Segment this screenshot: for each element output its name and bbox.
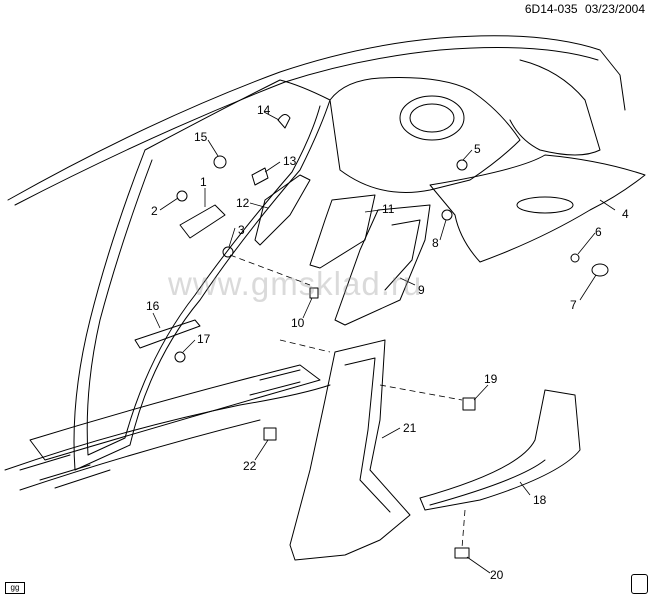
callout-7: 7	[570, 298, 577, 312]
corner-tag: gg	[5, 582, 25, 594]
part-14-strip	[277, 114, 291, 129]
part-18-sill-plate	[419, 389, 581, 511]
callout-12: 12	[236, 196, 250, 210]
callout-17: 17	[197, 332, 211, 346]
part-10-clip	[309, 287, 319, 299]
floor-ribs	[19, 369, 301, 489]
body-roof-outline	[7, 35, 626, 201]
gm-logo-icon	[631, 574, 648, 594]
part-13-clip	[251, 167, 269, 186]
callout-6: 6	[595, 225, 602, 239]
callout-5: 5	[474, 142, 481, 156]
diagram-header: 6D14-035 03/23/2004	[521, 2, 645, 16]
part-18-inner	[429, 459, 546, 506]
callout-18: 18	[533, 493, 547, 507]
callout-14: 14	[257, 103, 271, 117]
callout-4: 4	[622, 207, 629, 221]
part-2-fastener	[176, 190, 188, 202]
callout-19: 19	[484, 372, 498, 386]
part-22-clip	[263, 427, 277, 441]
part-1-grab-handle	[179, 204, 226, 239]
callout-9: 9	[418, 283, 425, 297]
part-5-fastener	[456, 159, 468, 171]
part-16-trim-strip	[134, 319, 201, 349]
callout-22: 22	[243, 459, 257, 473]
part-11-belt-guide	[309, 194, 376, 269]
callout-1: 1	[200, 175, 207, 189]
part-15-fastener	[213, 155, 227, 169]
part-12-panel	[254, 174, 311, 246]
part-4-quarter-trim	[429, 154, 646, 263]
callout-16: 16	[146, 299, 160, 313]
diagram-code: 6D14-035	[524, 2, 578, 16]
callout-15: 15	[194, 130, 208, 144]
rocker-sill	[29, 364, 321, 461]
part-9-inner	[384, 219, 421, 291]
part-3-fastener	[222, 246, 234, 258]
part-8-fastener	[441, 209, 453, 221]
leader-lines	[152, 111, 616, 574]
body-floor-line	[19, 419, 261, 491]
callout-21: 21	[403, 421, 417, 435]
rear-speaker-ring	[399, 95, 465, 141]
watermark: www.gmsklad.ru	[168, 265, 423, 302]
part-9-pillar-trim	[334, 204, 431, 326]
part-17-fastener	[174, 351, 186, 363]
callout-3: 3	[238, 223, 245, 237]
part-21-lower-pillar-trim	[289, 339, 411, 561]
callout-11: 11	[382, 202, 395, 216]
callout-13: 13	[283, 154, 297, 168]
rear-quarter-inner	[509, 59, 601, 156]
body-roof-inner	[14, 47, 599, 206]
front-door-opening-inner	[86, 105, 321, 456]
part-21-inner	[344, 357, 391, 513]
part-7-cap	[591, 263, 609, 277]
callout-2: 2	[151, 204, 158, 218]
callout-10: 10	[291, 316, 305, 330]
front-door-opening	[73, 79, 331, 471]
rear-speaker-ring-inner	[409, 103, 455, 133]
part-6-fastener	[570, 253, 580, 263]
part-20-clip	[454, 547, 470, 559]
part-19-clip	[462, 397, 476, 411]
callout-8: 8	[432, 236, 439, 250]
diagram-date: 03/23/2004	[584, 2, 645, 16]
part-4-speaker-opening	[516, 196, 574, 214]
callout-20: 20	[490, 568, 504, 582]
rear-door-opening	[329, 77, 521, 193]
